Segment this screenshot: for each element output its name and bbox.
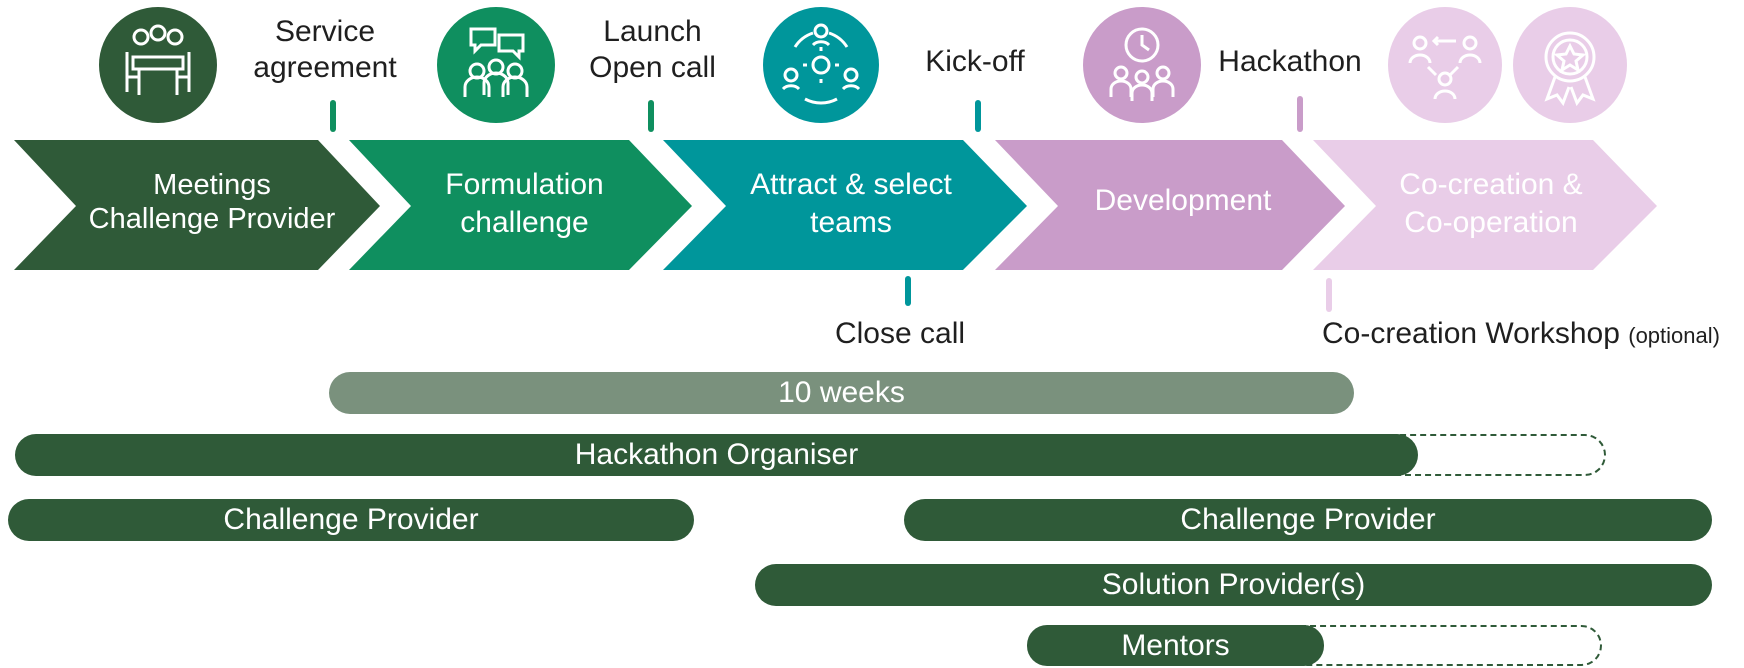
milestone-kickoff: Kick-off [925, 45, 1025, 78]
milestone-workshop-note: (optional) [1628, 323, 1720, 348]
meeting-table-icon [99, 7, 217, 123]
phase-meetings-label: Meetings Challenge Provider [80, 168, 344, 236]
phase-formulation-line1: Formulation [445, 168, 604, 201]
milestone-service-line1: Service [274, 15, 376, 48]
phase-meetings-line1: Meetings [153, 169, 271, 201]
tick-kickoff [975, 100, 981, 132]
solution-providers-label: Solution Provider(s) [1101, 568, 1366, 601]
milestone-service-agreement: Service agreement [245, 14, 405, 86]
milestone-hackathon: Hackathon [1218, 45, 1362, 78]
milestone-close-call: Close call [834, 317, 966, 350]
duration-label: 10 weeks [778, 376, 905, 409]
chevron-formulation [349, 140, 692, 270]
phase-attract-line1: Attract & select [750, 168, 952, 201]
team-exchange-icon [1388, 7, 1502, 123]
milestone-workshop: Co-creation Workshop (optional) [1322, 316, 1740, 354]
solution-providers-bar: Solution Provider(s) [755, 564, 1712, 606]
milestone-launch-line1: Launch [603, 15, 702, 48]
team-clock-icon [1083, 7, 1201, 123]
challenge-provider-bar-2: Challenge Provider [904, 499, 1712, 541]
milestone-workshop-label: Co-creation Workshop [1322, 317, 1620, 350]
tick-close-call [905, 276, 911, 306]
milestone-launch-line2: Open call [589, 51, 716, 84]
phase-meetings-line2: Challenge Provider [88, 203, 336, 235]
phase-development-label: Development [1058, 182, 1308, 220]
mentors-label: Mentors [1121, 629, 1230, 662]
chevron-meetings [14, 140, 380, 270]
phase-cocreation-label: Co-creation & Co-operation [1376, 166, 1606, 242]
tick-service [330, 100, 336, 132]
phase-cocreation-line1: Co-creation & [1399, 168, 1583, 201]
chevron-cocreation [1313, 140, 1657, 270]
duration-bar: 10 weeks [329, 372, 1354, 414]
team-gear-cycle-icon [763, 7, 879, 123]
chevron-development [995, 140, 1345, 270]
phase-development-line1: Development [1094, 184, 1272, 217]
milestone-service-line2: agreement [253, 51, 397, 84]
phase-attract-label: Attract & select teams [726, 166, 976, 242]
mentors-optional-extension [1300, 625, 1602, 666]
group-discussion-icon [437, 7, 555, 123]
tick-workshop [1326, 278, 1332, 312]
hackathon-organiser-label: Hackathon Organiser [574, 438, 859, 471]
tick-launch [648, 100, 654, 132]
phase-cocreation-line2: Co-operation [1404, 206, 1578, 239]
challenge-provider-bar-1: Challenge Provider [8, 499, 694, 541]
phase-formulation-line2: challenge [460, 206, 589, 239]
milestone-launch: Launch Open call [570, 14, 735, 86]
phase-formulation-label: Formulation challenge [412, 166, 637, 242]
challenge-provider-label-2: Challenge Provider [1180, 503, 1436, 536]
mentors-bar: Mentors [1027, 625, 1324, 666]
award-badge-icon [1513, 7, 1627, 123]
hackathon-organiser-optional-extension [1380, 434, 1606, 476]
tick-hackathon [1297, 96, 1303, 132]
phase-attract-line2: teams [810, 206, 892, 239]
chevron-attract [663, 140, 1027, 270]
hackathon-organiser-bar: Hackathon Organiser [15, 434, 1418, 476]
challenge-provider-label-1: Challenge Provider [223, 503, 479, 536]
